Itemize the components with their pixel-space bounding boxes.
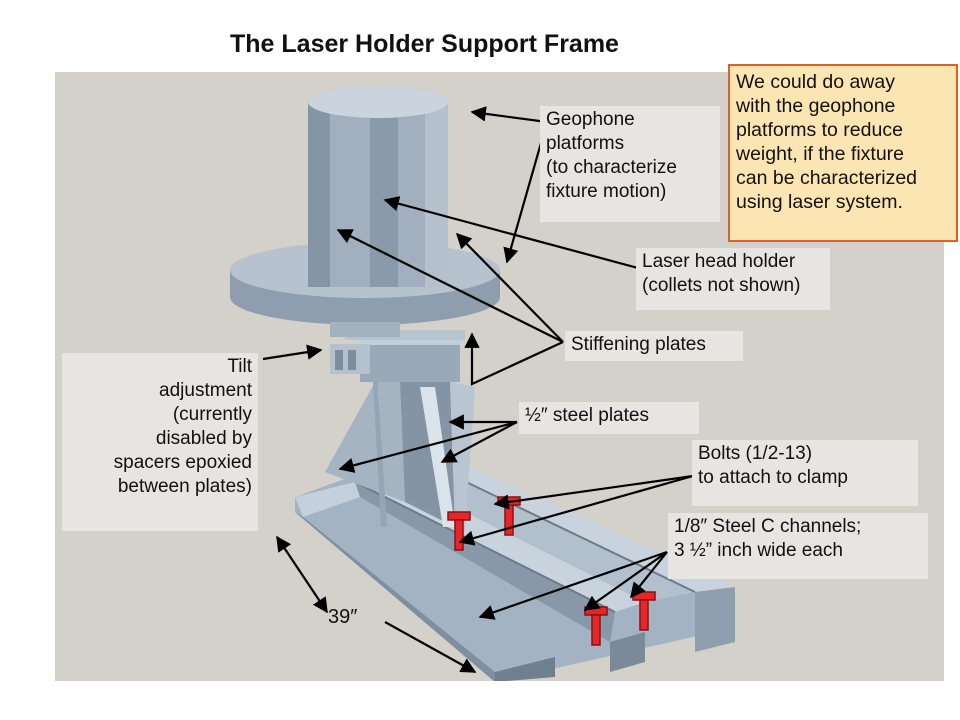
- leader-lines: [262, 106, 694, 673]
- tilt-block: [330, 330, 465, 382]
- label-geophone-platforms: Geophone platforms (to characterize fixt…: [540, 106, 720, 222]
- label-stiffening-plates: Stiffening plates: [565, 331, 743, 361]
- page-title: The Laser Holder Support Frame: [230, 30, 619, 58]
- label-dimension-39in: 39″: [328, 606, 358, 628]
- label-tilt-adjustment: Tilt adjustment (currently disabled by s…: [62, 353, 258, 531]
- geophone-cylinder: [308, 86, 448, 287]
- label-bolts: Bolts (1/2-13) to attach to clamp: [692, 440, 918, 506]
- label-c-channels: 1/8″ Steel C channels; 3 ½” inch wide ea…: [668, 513, 928, 579]
- label-laser-head-holder: Laser head holder (collets not shown): [636, 248, 830, 310]
- label-steel-plates: ½″ steel plates: [519, 402, 699, 434]
- note-callout: We could do away with the geophone platf…: [728, 64, 958, 242]
- frame-drawing: [230, 86, 735, 681]
